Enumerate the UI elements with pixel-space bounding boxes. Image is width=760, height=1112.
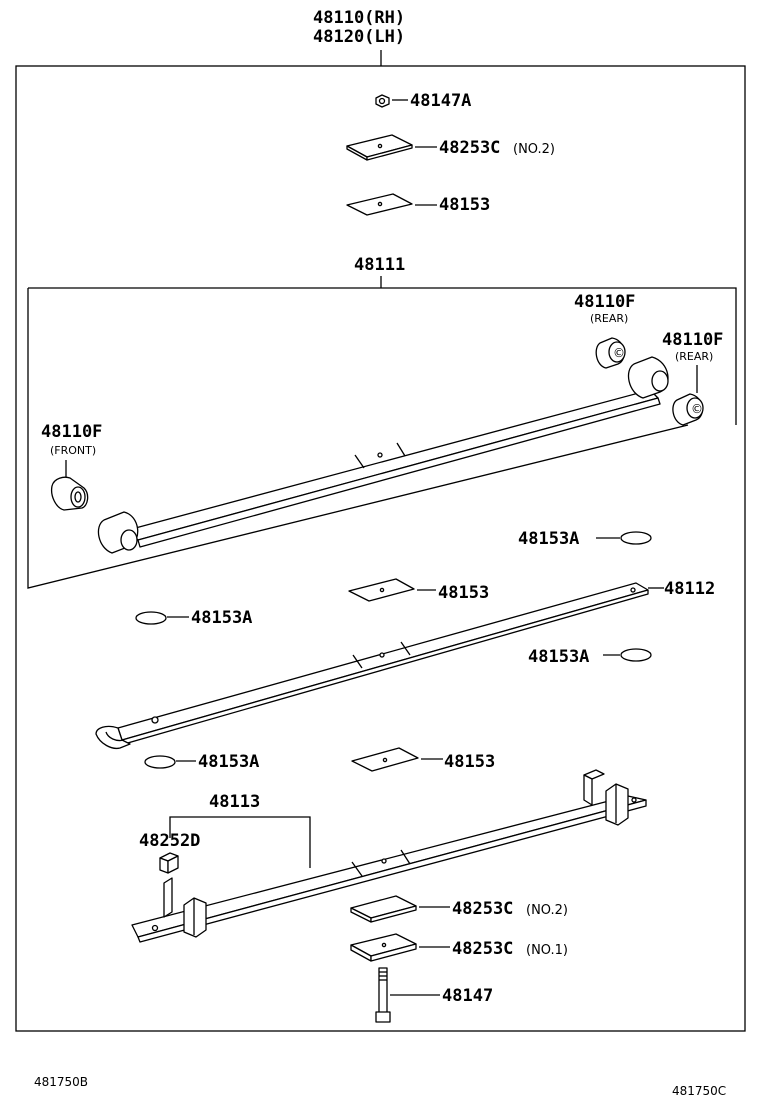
leaf3-bracket bbox=[169, 816, 311, 868]
nut-part bbox=[375, 94, 390, 108]
nut-label: 48147A bbox=[410, 91, 471, 111]
insert-mid-part bbox=[348, 578, 415, 602]
bush-rear1-label: 48110F bbox=[574, 292, 635, 312]
code-left: 481750B bbox=[34, 1075, 88, 1089]
bush-rear2-sublabel: (REAR) bbox=[675, 350, 713, 363]
leaf2-part bbox=[95, 582, 649, 750]
plate-low1-sublabel: (NO.2) bbox=[526, 903, 568, 918]
pad2-label: 48153A bbox=[191, 608, 252, 628]
leaf3-part bbox=[131, 769, 647, 943]
bush-rear1-sublabel: (REAR) bbox=[590, 312, 628, 325]
leaf2-label: 48112 bbox=[664, 579, 715, 599]
plate-top-sublabel: (NO.2) bbox=[513, 142, 555, 157]
insert-top-label: 48153 bbox=[439, 195, 490, 215]
bolt-label: 48147 bbox=[442, 986, 493, 1006]
assembly-label-lh: 48120(LH) bbox=[313, 27, 405, 47]
insert-low-part bbox=[351, 747, 419, 772]
bush-front-label: 48110F bbox=[41, 422, 102, 442]
bush-rear1-part: © bbox=[595, 337, 626, 369]
plate-low2-label: 48253C bbox=[452, 939, 513, 959]
bush-front-part bbox=[50, 476, 89, 511]
pad1-label: 48153A bbox=[518, 529, 579, 549]
svg-text:©: © bbox=[613, 346, 625, 360]
svg-text:©: © bbox=[691, 402, 703, 416]
bolt-part bbox=[375, 967, 391, 1023]
pad4-part bbox=[144, 755, 176, 769]
plate-low2-sublabel: (NO.1) bbox=[526, 943, 568, 958]
plate-top-label: 48253C bbox=[439, 138, 500, 158]
assembly-label-rh: 48110(RH) bbox=[313, 8, 405, 28]
plate-low1-part bbox=[350, 895, 417, 923]
plate-top-part bbox=[346, 134, 413, 161]
insert-mid-label: 48153 bbox=[438, 583, 489, 603]
bush-rear2-part: © bbox=[672, 393, 704, 426]
insert-top-part bbox=[346, 193, 413, 216]
insert-low-label: 48153 bbox=[444, 752, 495, 772]
pad3-label: 48153A bbox=[528, 647, 589, 667]
pad3-part bbox=[620, 648, 652, 662]
bush-rear2-label: 48110F bbox=[662, 330, 723, 350]
plate-low1-label: 48253C bbox=[452, 899, 513, 919]
pad2-part bbox=[135, 611, 167, 625]
pad1-part bbox=[620, 531, 652, 545]
plate-low2-part bbox=[350, 933, 417, 962]
leaf3-label: 48113 bbox=[209, 792, 260, 812]
main-leaf-part bbox=[97, 356, 669, 554]
code-right: 481750C bbox=[672, 1084, 726, 1098]
main-leaf-label: 48111 bbox=[354, 255, 405, 275]
main-leaf-outline bbox=[28, 287, 737, 425]
clip-part bbox=[159, 852, 179, 874]
main-leaf-outline-left bbox=[27, 288, 689, 589]
pad4-label: 48153A bbox=[198, 752, 259, 772]
clip-label: 48252D bbox=[139, 831, 200, 851]
bush-front-sublabel: (FRONT) bbox=[50, 444, 96, 457]
